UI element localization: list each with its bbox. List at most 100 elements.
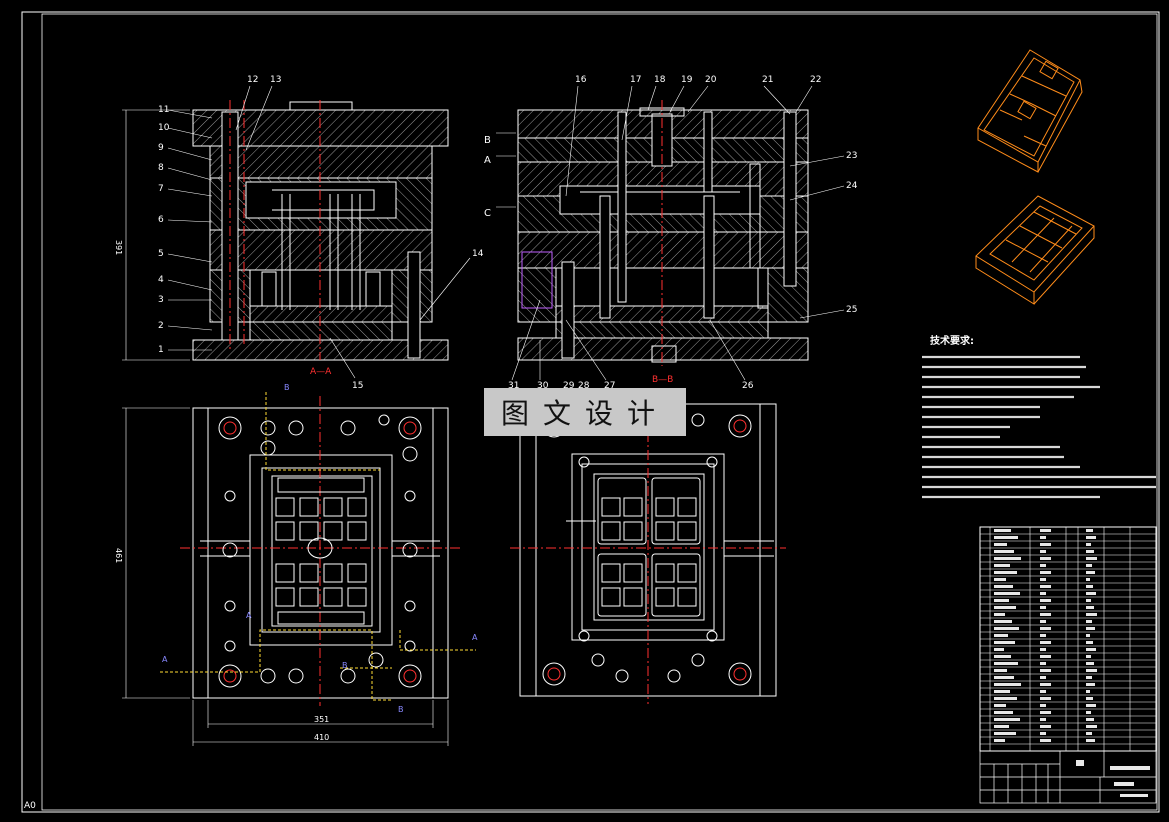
table-cell-text xyxy=(994,690,1010,693)
table-cell-text xyxy=(1086,704,1096,707)
table-cell-text xyxy=(1040,732,1046,735)
svg-text:9: 9 xyxy=(158,143,164,153)
table-cell-text xyxy=(1040,690,1046,693)
table-cell-text xyxy=(994,585,1013,588)
table-cell-text xyxy=(994,669,1007,672)
table-cell-text xyxy=(1086,648,1096,651)
svg-text:A: A xyxy=(472,633,478,642)
table-cell-text xyxy=(1040,592,1046,595)
table-cell-text xyxy=(1040,662,1046,665)
svg-text:29: 29 xyxy=(563,381,575,391)
table-cell-text xyxy=(994,634,1008,637)
svg-text:26: 26 xyxy=(742,381,754,391)
table-cell-text xyxy=(1040,606,1046,609)
plan-view-fixed xyxy=(160,392,476,706)
table-cell-text xyxy=(1040,564,1046,567)
svg-text:12: 12 xyxy=(247,75,258,85)
svg-text:6: 6 xyxy=(158,215,164,225)
table-cell-text xyxy=(994,683,1021,686)
table-cell-text xyxy=(1086,585,1093,588)
table-cell-text xyxy=(994,613,1005,616)
table-cell-text xyxy=(1040,571,1051,574)
table-cell-text xyxy=(1086,683,1095,686)
table-cell-text xyxy=(1040,718,1046,721)
svg-text:461: 461 xyxy=(114,548,123,563)
dim-widths: 351 410 461 xyxy=(114,407,449,746)
watermark-text: 图文设计 xyxy=(500,397,669,430)
table-cell-text xyxy=(994,711,1013,714)
table-cell-text xyxy=(1040,550,1046,553)
table-cell-text xyxy=(1040,648,1046,651)
svg-text:4: 4 xyxy=(158,275,164,285)
svg-text:20: 20 xyxy=(705,75,717,85)
svg-text:10: 10 xyxy=(158,123,170,133)
table-cell-text xyxy=(994,627,1019,630)
svg-text:30: 30 xyxy=(537,381,549,391)
table-cell-text xyxy=(994,704,1006,707)
table-cell-text xyxy=(994,718,1020,721)
table-cell-text xyxy=(1086,627,1095,630)
table-cell-text xyxy=(1040,711,1051,714)
table-cell-text xyxy=(1040,578,1046,581)
sheet-size-label: A0 xyxy=(24,801,36,811)
sheet-outer-border xyxy=(21,11,1160,813)
table-cell-text xyxy=(994,676,1014,679)
table-cell-text xyxy=(1040,620,1046,623)
table-cell-text xyxy=(994,641,1015,644)
table-cell-text xyxy=(994,550,1014,553)
table-cell-text xyxy=(1086,578,1090,581)
svg-text:22: 22 xyxy=(810,75,821,85)
table-cell-text xyxy=(1086,669,1097,672)
svg-text:17: 17 xyxy=(630,75,641,85)
table-cell-text xyxy=(1086,711,1091,714)
view-label-a-a: A—A xyxy=(310,367,332,377)
product-isometric-top xyxy=(977,49,1083,173)
table-cell-text xyxy=(1040,557,1051,560)
svg-text:21: 21 xyxy=(762,75,773,85)
table-cell-text xyxy=(1040,697,1051,700)
table-cell-text xyxy=(1086,690,1090,693)
table-cell-text xyxy=(1086,592,1096,595)
table-cell-text xyxy=(1086,613,1097,616)
table-cell-text xyxy=(1086,606,1094,609)
table-cell-text xyxy=(1086,725,1097,728)
svg-text:13: 13 xyxy=(270,75,281,85)
table-cell-text xyxy=(1086,739,1095,742)
svg-text:27: 27 xyxy=(604,381,615,391)
table-cell-text xyxy=(1040,669,1051,672)
table-cell-text xyxy=(1040,599,1051,602)
part-balloons-left: 12 13 11 10 9 8 7 6 5 4 3 2 1 14 15 xyxy=(158,75,484,391)
svg-text:B: B xyxy=(284,383,290,392)
tech-req-title: 技术要求: xyxy=(930,334,974,347)
svg-text:7: 7 xyxy=(158,184,164,194)
part-balloons-right: 16 17 18 19 20 21 22 23 24 25 26 27 28 2… xyxy=(508,75,858,391)
svg-text:391: 391 xyxy=(114,240,123,255)
table-cell-text xyxy=(1040,725,1051,728)
svg-text:C: C xyxy=(484,208,491,219)
table-cell-text xyxy=(1040,704,1046,707)
table-cell-text xyxy=(994,648,1004,651)
svg-text:A: A xyxy=(246,611,252,620)
svg-text:25: 25 xyxy=(846,305,857,315)
table-cell-text xyxy=(994,697,1017,700)
table-cell-text xyxy=(994,620,1012,623)
table-cell-text xyxy=(1040,543,1051,546)
svg-text:B: B xyxy=(398,705,404,714)
table-cell-text xyxy=(1086,620,1092,623)
svg-text:A: A xyxy=(484,155,491,166)
cut-labels: B A A B A B xyxy=(162,383,478,714)
section-view-b-b xyxy=(517,100,809,366)
svg-text:14: 14 xyxy=(472,249,484,259)
table-cell-text xyxy=(1086,662,1094,665)
table-cell-text xyxy=(1086,634,1090,637)
table-cell-text xyxy=(994,543,1007,546)
table-cell-text xyxy=(1040,585,1051,588)
svg-text:18: 18 xyxy=(654,75,666,85)
table-cell-text xyxy=(1040,627,1051,630)
table-cell-text xyxy=(994,655,1011,658)
svg-text:351: 351 xyxy=(314,715,329,724)
table-cell-text xyxy=(1086,543,1091,546)
table-cell-text xyxy=(994,732,1016,735)
product-isometric-bottom xyxy=(975,195,1095,305)
